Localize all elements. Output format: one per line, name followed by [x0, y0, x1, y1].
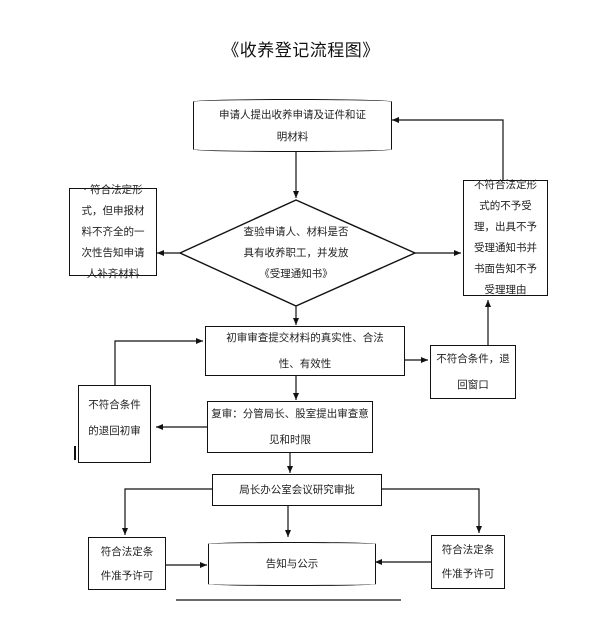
incomplete-line-1: · 符合法定形: [83, 183, 143, 196]
node-return-initial: 不符合条件 的退回初审: [78, 385, 151, 463]
node-incomplete-notice: · 符合法定形 式，但申报材 料不齐全的一 次性告知申请 人补齐材料: [69, 184, 157, 280]
check-line-3: 《受理通知书》: [259, 268, 333, 280]
initial-line-1: 初审审查提交材料的真实性、合法: [226, 332, 384, 344]
incomplete-line-5: 人补齐材料: [86, 267, 140, 280]
node-approve-left: 符合法定条 件准予许可: [88, 537, 166, 590]
meeting-line-1: 局长办公室会议研究审批: [239, 484, 355, 496]
edge-meeting-approve-left: [122, 488, 212, 535]
incomplete-line-3: 料不齐全的一: [81, 225, 145, 238]
approve-right-line-1: 符合法定条: [441, 544, 495, 556]
approve-left-line-2: 件准予许可: [100, 569, 154, 582]
edge-reject-start: [392, 117, 504, 180]
second-line-2: 见和时限: [269, 434, 311, 446]
node-approve-right: 符合法定条 件准予许可: [431, 535, 505, 589]
node-reject-form: 不符合法定形 式的不予受 理，出具不予 受理通知书并 书面告知不予 受理理由: [463, 179, 548, 296]
reject-line-1: 不符合法定形: [474, 179, 537, 191]
incomplete-line-4: 次性告知申请: [81, 246, 145, 259]
page-title: 《收养登记流程图》: [222, 41, 380, 61]
edge-meeting-approve-right: [381, 488, 482, 533]
node-return-window: 不符合条件，退 回窗口: [430, 345, 516, 399]
reject-line-3: 理，出具不予: [474, 221, 537, 233]
window-line-1: 不符合条件，退: [436, 353, 510, 365]
window-line-2: 回窗口: [457, 379, 489, 391]
node-check-label: 查验申请人、材料是否 具有收养职工，并发放 《受理通知书》: [226, 222, 366, 285]
cursor-mark: [74, 446, 76, 460]
reject-line-5: 书面告知不予: [474, 263, 537, 275]
approve-left-line-1: 符合法定条: [100, 545, 154, 558]
node-notify: 告知与公示: [208, 542, 376, 586]
node-director-meeting: 局长办公室会议研究审批: [212, 474, 382, 506]
node-start-line-2: 明材料: [276, 130, 309, 143]
reject-line-4: 受理通知书并: [474, 242, 537, 254]
node-start: 申请人提出收养申请及证件和证 明材料: [193, 99, 392, 152]
edge-retinit-initial: [114, 338, 203, 385]
notify-line-1: 告知与公示: [265, 558, 319, 570]
retinit-line-2: 的退回初审: [88, 425, 141, 437]
retinit-line-1: 不符合条件: [88, 399, 141, 411]
second-line-1: 复审：分管局长、股室提出审查意: [211, 408, 369, 420]
check-line-1: 查验申请人、材料是否: [243, 226, 349, 238]
check-line-2: 具有收养职工，并发放: [243, 247, 349, 259]
reject-line-2: 式的不予受: [479, 200, 532, 212]
initial-line-2: 性、有效性: [278, 358, 332, 370]
node-start-line-1: 申请人提出收养申请及证件和证: [219, 108, 366, 121]
approve-right-line-2: 件准予许可: [441, 568, 495, 580]
node-initial-review: 初审审查提交材料的真实性、合法 性、有效性: [205, 326, 405, 376]
incomplete-line-2: 式，但申报材: [81, 204, 145, 217]
reject-line-6: 受理理由: [484, 284, 527, 296]
node-second-review: 复审：分管局长、股室提出审查意 见和时限: [207, 401, 373, 453]
